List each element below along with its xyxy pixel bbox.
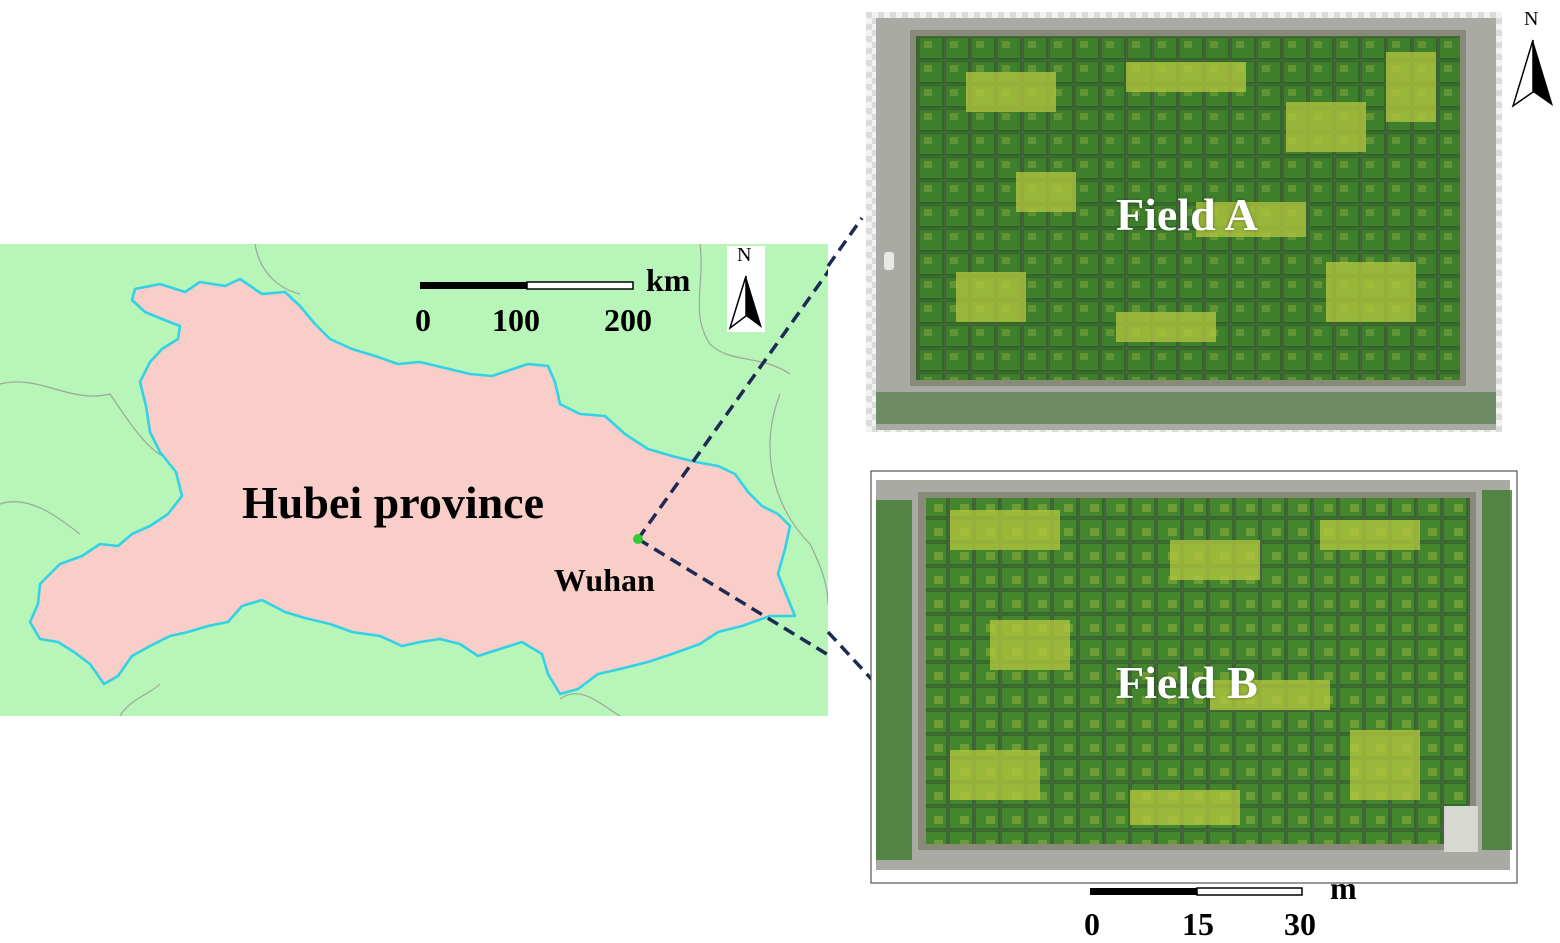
map-scale-tick-0: 0 xyxy=(415,302,431,338)
field-scale-bar xyxy=(1088,886,1304,898)
connector-line-field-a-end xyxy=(826,216,864,268)
field-b-left-strip xyxy=(876,500,912,860)
province-map-graphic xyxy=(0,244,828,716)
field-b-building xyxy=(1444,806,1478,852)
map-scale-bar xyxy=(420,281,634,290)
connector-line-field-b-end xyxy=(826,630,878,686)
field-b-right-strip xyxy=(1482,490,1512,850)
field-b-graphic xyxy=(870,470,1518,884)
province-map xyxy=(0,244,828,716)
field-b-label: Field B xyxy=(1116,657,1258,708)
city-label: Wuhan xyxy=(554,562,655,598)
map-scale-tick-1: 100 xyxy=(492,302,540,338)
hubei-province-shape xyxy=(28,277,797,696)
field-scale-unit: m xyxy=(1330,870,1357,906)
province-label: Hubei province xyxy=(242,477,545,528)
field-b-yellow-patches xyxy=(950,510,1420,825)
connector-line-field-b xyxy=(637,537,828,657)
field-a-image xyxy=(866,12,1502,432)
field-b-image xyxy=(870,470,1518,884)
map-north-arrow-icon xyxy=(727,246,765,332)
car-icon xyxy=(884,252,894,270)
field-a-graphic xyxy=(866,12,1502,432)
connector-line-field-a xyxy=(636,268,828,541)
map-scale-unit: km xyxy=(646,262,691,298)
field-scale-tick-1: 15 xyxy=(1182,906,1214,942)
wuhan-point xyxy=(633,534,643,544)
field-a-yellow-patches xyxy=(956,52,1436,342)
neighbor-boundaries xyxy=(0,244,828,716)
field-scale-tick-0: 0 xyxy=(1084,906,1100,942)
field-a-bottom-strip xyxy=(876,392,1496,424)
field-a-north-arrow-icon xyxy=(1506,8,1560,112)
field-a-north-label: N xyxy=(1524,8,1539,30)
map-scale-tick-2: 200 xyxy=(604,302,652,338)
field-scale-tick-2: 30 xyxy=(1284,906,1316,942)
map-north-label: N xyxy=(737,244,752,266)
field-a-label: Field A xyxy=(1116,189,1258,240)
